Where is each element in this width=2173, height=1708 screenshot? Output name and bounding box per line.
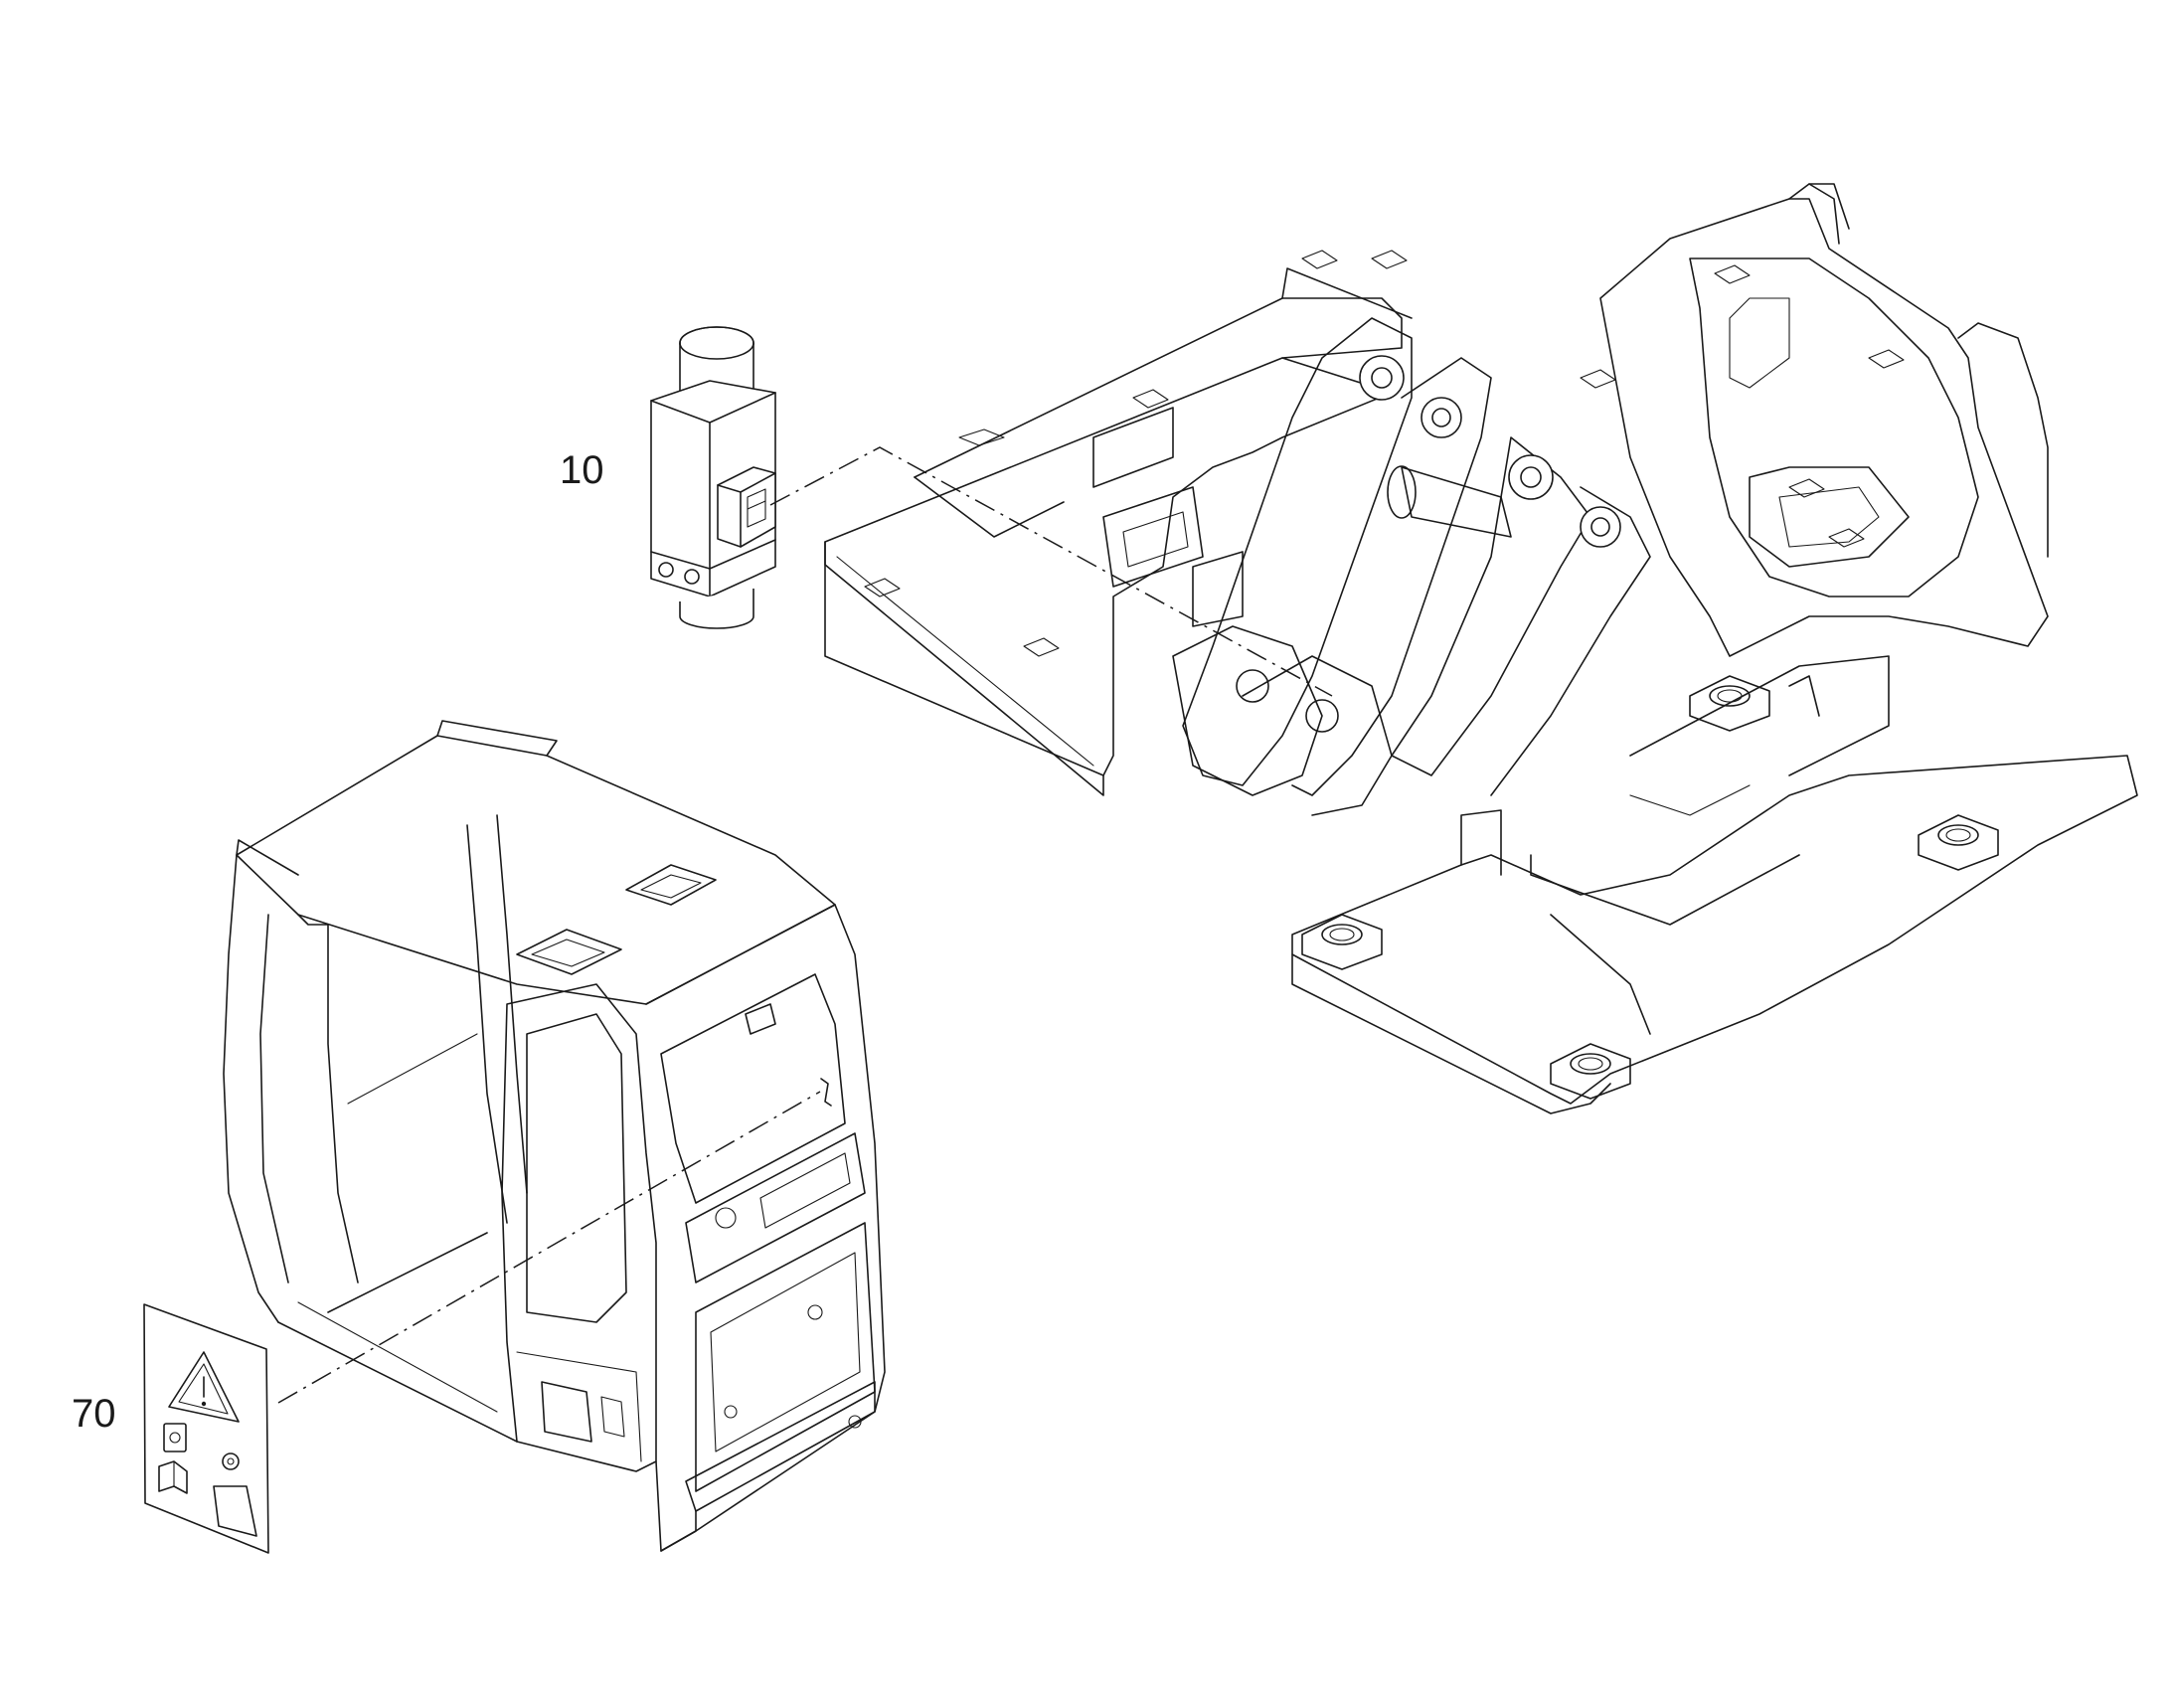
pressure-switch-part <box>650 326 776 629</box>
warning-decal-part <box>143 1303 269 1554</box>
callout-10: 10 <box>560 448 604 492</box>
operator-icon <box>163 1423 187 1452</box>
seat-belt-icon <box>213 1452 257 1537</box>
callout-70: 70 <box>72 1392 116 1436</box>
manual-book-icon <box>158 1460 188 1494</box>
upper-frame <box>824 183 2138 1114</box>
bearing-mounts <box>1301 675 1999 1100</box>
leader-lines <box>277 446 1333 1404</box>
operator-cab <box>223 720 886 1552</box>
warning-triangle-icon <box>168 1351 240 1423</box>
